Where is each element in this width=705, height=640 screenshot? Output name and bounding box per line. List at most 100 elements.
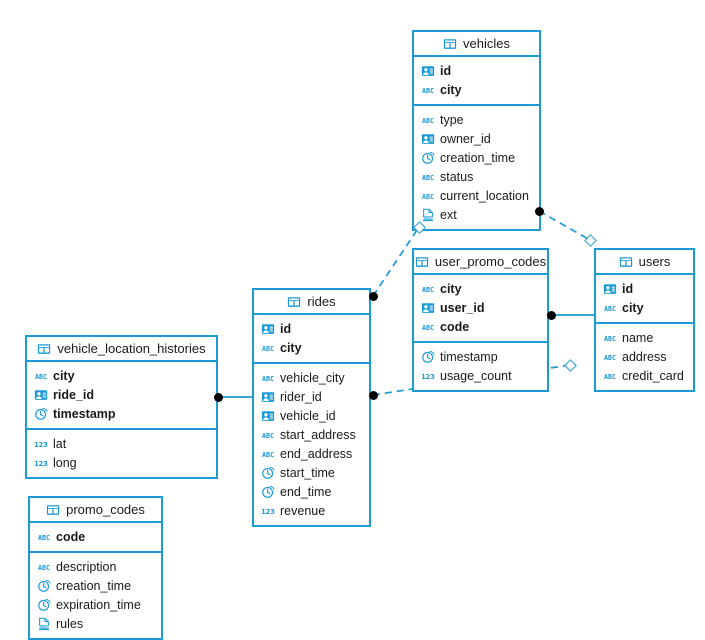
svg-text:ABC: ABC <box>604 334 616 342</box>
field-name: city <box>440 82 462 97</box>
table-grid-icon <box>415 255 429 269</box>
id-card-icon <box>421 301 435 315</box>
field-name: end_address <box>280 446 353 461</box>
field-name: city <box>440 281 462 296</box>
field-name: type <box>440 112 464 127</box>
key-field-row: id <box>596 279 693 298</box>
table-grid-icon <box>46 503 60 517</box>
table-header-vehicles[interactable]: vehicles <box>414 32 539 57</box>
clock-icon <box>261 466 275 480</box>
relationship-dot-marker <box>546 310 556 320</box>
field-name: expiration_time <box>56 597 141 612</box>
svg-text:ABC: ABC <box>422 285 434 293</box>
svg-text:ABC: ABC <box>38 533 50 541</box>
field-name: city <box>280 340 302 355</box>
field-name: code <box>440 319 470 334</box>
abc-text-icon: ABC <box>421 189 435 203</box>
key-field-row: ABC city <box>414 80 539 99</box>
123-number-icon: 123 <box>34 456 48 470</box>
abc-text-icon: ABC <box>421 113 435 127</box>
abc-text-icon: ABC <box>421 170 435 184</box>
field-name: name <box>622 330 654 345</box>
table-header-user_promo_codes[interactable]: user_promo_codes <box>414 250 547 275</box>
field-row: ABC vehicle_city <box>254 368 369 387</box>
key-field-row: user_id <box>414 298 547 317</box>
field-name: lat <box>53 436 67 451</box>
key-field-row: id <box>254 319 369 338</box>
123-number-icon: 123 <box>261 504 275 518</box>
field-row: creation_time <box>30 576 161 595</box>
svg-text:ABC: ABC <box>38 563 50 571</box>
field-name: creation_time <box>56 578 132 593</box>
field-name: city <box>53 368 75 383</box>
clock-icon <box>34 407 48 421</box>
clock-icon <box>421 151 435 165</box>
table-header-rides[interactable]: rides <box>254 290 369 315</box>
svg-text:ABC: ABC <box>422 116 434 124</box>
field-row: ABC name <box>596 328 693 347</box>
field-name: id <box>622 281 634 296</box>
field-name: vehicle_id <box>280 408 336 423</box>
abc-text-icon: ABC <box>603 350 617 364</box>
field-name: rules <box>56 616 84 631</box>
field-name: user_id <box>440 300 485 315</box>
field-row: owner_id <box>414 129 539 148</box>
abc-text-icon: ABC <box>603 301 617 315</box>
relationship-dot-marker <box>368 291 378 301</box>
field-row: timestamp <box>414 347 547 366</box>
table-header-vehicle_location_histories[interactable]: vehicle_location_histories <box>27 337 216 362</box>
svg-text:ABC: ABC <box>262 431 274 439</box>
abc-text-icon: ABC <box>34 369 48 383</box>
id-card-icon <box>421 64 435 78</box>
field-name: description <box>56 559 117 574</box>
table-grid-icon <box>37 342 51 356</box>
table-name: promo_codes <box>66 502 145 517</box>
key-field-row: id <box>414 61 539 80</box>
key-field-row: ABC city <box>27 366 216 385</box>
table-name: users <box>638 254 671 269</box>
field-name: timestamp <box>440 349 498 364</box>
field-name: owner_id <box>440 131 491 146</box>
field-name: vehicle_city <box>280 370 345 385</box>
field-row: ABC start_address <box>254 425 369 444</box>
field-name: credit_card <box>622 368 684 383</box>
field-name: start_address <box>280 427 356 442</box>
abc-text-icon: ABC <box>261 371 275 385</box>
table-header-users[interactable]: users <box>596 250 693 275</box>
table-header-promo_codes[interactable]: promo_codes <box>30 498 161 523</box>
field-row: ABC type <box>414 110 539 129</box>
field-name: timestamp <box>53 406 116 421</box>
field-row: ABC credit_card <box>596 366 693 385</box>
field-row: start_time <box>254 463 369 482</box>
svg-text:ABC: ABC <box>35 372 47 380</box>
field-name: revenue <box>280 503 326 518</box>
json-document-icon: JSON <box>421 208 435 222</box>
relationship-line-rel-vehicles-users[interactable] <box>538 210 591 241</box>
svg-text:123: 123 <box>421 372 435 380</box>
svg-text:ABC: ABC <box>604 372 616 380</box>
table-grid-icon <box>287 295 301 309</box>
abc-text-icon: ABC <box>261 428 275 442</box>
relationship-dot-marker <box>368 390 378 400</box>
relationship-line-rel-rides-vehicles[interactable] <box>372 226 420 297</box>
svg-text:ABC: ABC <box>422 86 434 94</box>
field-row: ABC description <box>30 557 161 576</box>
